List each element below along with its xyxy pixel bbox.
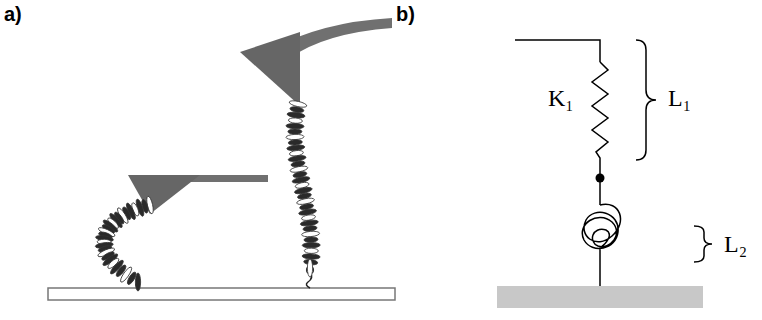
cantilever-tip xyxy=(240,32,300,106)
surface-plate xyxy=(48,288,395,300)
protein-domain xyxy=(288,129,302,134)
spring-symbol xyxy=(592,62,608,178)
protein-domain xyxy=(302,253,320,259)
protein-domain xyxy=(288,117,302,123)
panel-label: a) xyxy=(4,4,22,24)
joint-dot xyxy=(596,174,605,183)
brace xyxy=(636,40,656,160)
brace xyxy=(694,226,712,262)
protein-domain xyxy=(135,273,140,291)
protein-domain xyxy=(307,259,312,277)
protein-domain xyxy=(301,231,319,238)
protein-domain xyxy=(286,134,304,140)
coil-symbol xyxy=(582,204,620,262)
support-line xyxy=(515,40,600,62)
protein-domain xyxy=(303,225,317,232)
length-label: L₂ xyxy=(724,232,747,256)
link-line xyxy=(599,262,601,286)
protein-domain xyxy=(304,248,318,253)
protein-domain xyxy=(288,139,302,145)
protein-domain xyxy=(302,242,320,248)
protein-domain xyxy=(286,123,304,129)
length-label: L₁ xyxy=(668,86,691,110)
panel-label: b) xyxy=(396,4,415,24)
spring-constant: K₁ xyxy=(548,86,574,110)
protein-domain xyxy=(304,237,318,243)
protein-chains xyxy=(95,99,320,291)
spring-model xyxy=(515,40,712,286)
ground xyxy=(497,286,703,308)
